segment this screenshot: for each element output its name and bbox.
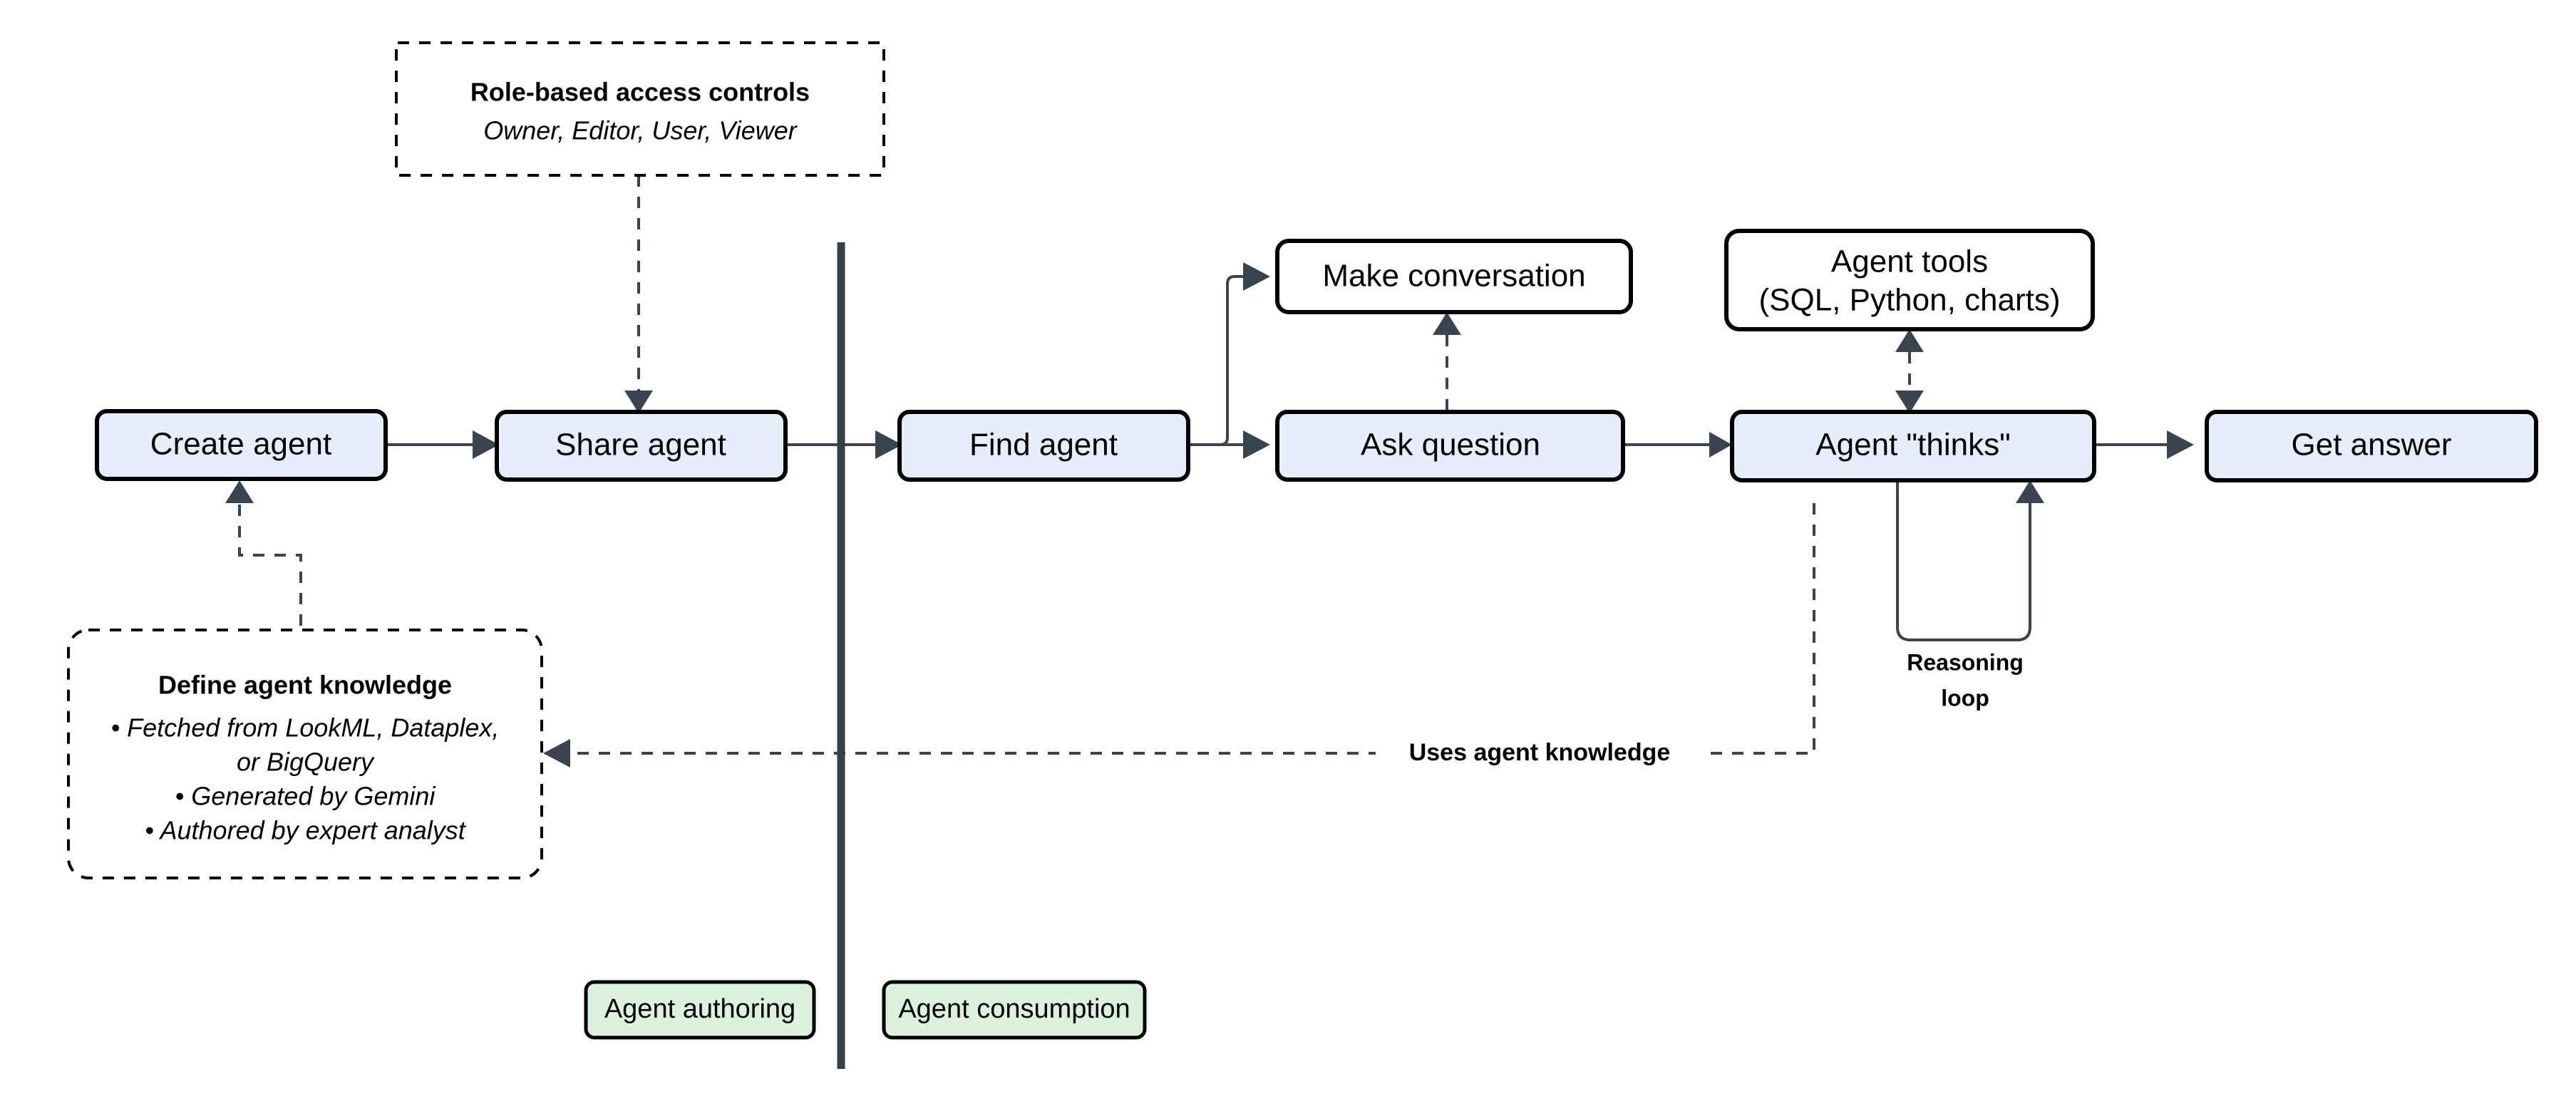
connector-rbac-to-share (624, 175, 653, 413)
node-ask-question-label: Ask question (1361, 428, 1540, 462)
node-agent-tools[interactable]: Agent tools (SQL, Python, charts) (1724, 229, 2095, 331)
reasoning-loop-line1: Reasoning (1907, 649, 2024, 675)
node-agent-thinks[interactable]: Agent "thinks" (1730, 410, 2096, 482)
node-share-agent[interactable]: Share agent (495, 410, 788, 482)
node-find-agent-label: Find agent (969, 428, 1118, 462)
note-knowledge-bullet-1: or BigQuery (237, 748, 375, 777)
node-agent-tools-line1: Agent tools (1831, 244, 1988, 279)
legend-agent-consumption-label: Agent consumption (898, 994, 1130, 1024)
connector-thinks-to-getanswer (2094, 430, 2194, 459)
node-ask-question[interactable]: Ask question (1275, 410, 1625, 482)
node-share-agent-label: Share agent (555, 428, 726, 462)
legend-agent-authoring[interactable]: Agent authoring (584, 980, 816, 1040)
node-get-answer-label: Get answer (2292, 428, 2452, 462)
connector-tools-thinks-bidirectional (1895, 329, 1924, 413)
connector-knowledge-to-create (225, 480, 302, 626)
svg-text:Uses agent knowledge: Uses agent knowledge (1409, 739, 1671, 766)
note-rbac-title: Role-based access controls (470, 78, 810, 107)
node-get-answer[interactable]: Get answer (2205, 410, 2538, 482)
node-create-agent[interactable]: Create agent (95, 409, 388, 481)
legend-agent-consumption[interactable]: Agent consumption (882, 980, 1147, 1040)
connector-uses-agent-knowledge (543, 503, 1815, 768)
note-rbac: Role-based access controls Owner, Editor… (395, 41, 885, 177)
connector-reasoning-loop (1896, 480, 2044, 641)
note-knowledge-bullet-2: • Generated by Gemini (175, 782, 436, 811)
node-make-conversation-label: Make conversation (1322, 259, 1585, 294)
reasoning-loop-line2: loop (1941, 685, 1989, 710)
note-knowledge-title: Define agent knowledge (158, 671, 452, 700)
edge-label-uses-agent-knowledge: Uses agent knowledge (1376, 735, 1704, 772)
node-find-agent[interactable]: Find agent (897, 410, 1190, 482)
legend-agent-authoring-label: Agent authoring (604, 994, 795, 1024)
node-agent-tools-line2: (SQL, Python, charts) (1758, 283, 2060, 318)
node-create-agent-label: Create agent (150, 427, 331, 462)
note-agent-knowledge: Define agent knowledge • Fetched from Lo… (67, 629, 543, 879)
connector-create-to-share (386, 430, 499, 459)
node-make-conversation[interactable]: Make conversation (1275, 239, 1633, 314)
note-knowledge-bullet-0: • Fetched from LookML, Dataplex, (111, 713, 500, 743)
connector-ask-to-thinks (1617, 432, 1732, 458)
connector-share-to-find (785, 430, 902, 459)
note-knowledge-bullet-3: • Authored by expert analyst (145, 816, 467, 845)
edge-label-reasoning-loop: Reasoning loop (1907, 649, 2024, 710)
note-rbac-body: Owner, Editor, User, Viewer (483, 116, 798, 145)
node-agent-thinks-label: Agent "thinks" (1815, 428, 2010, 462)
